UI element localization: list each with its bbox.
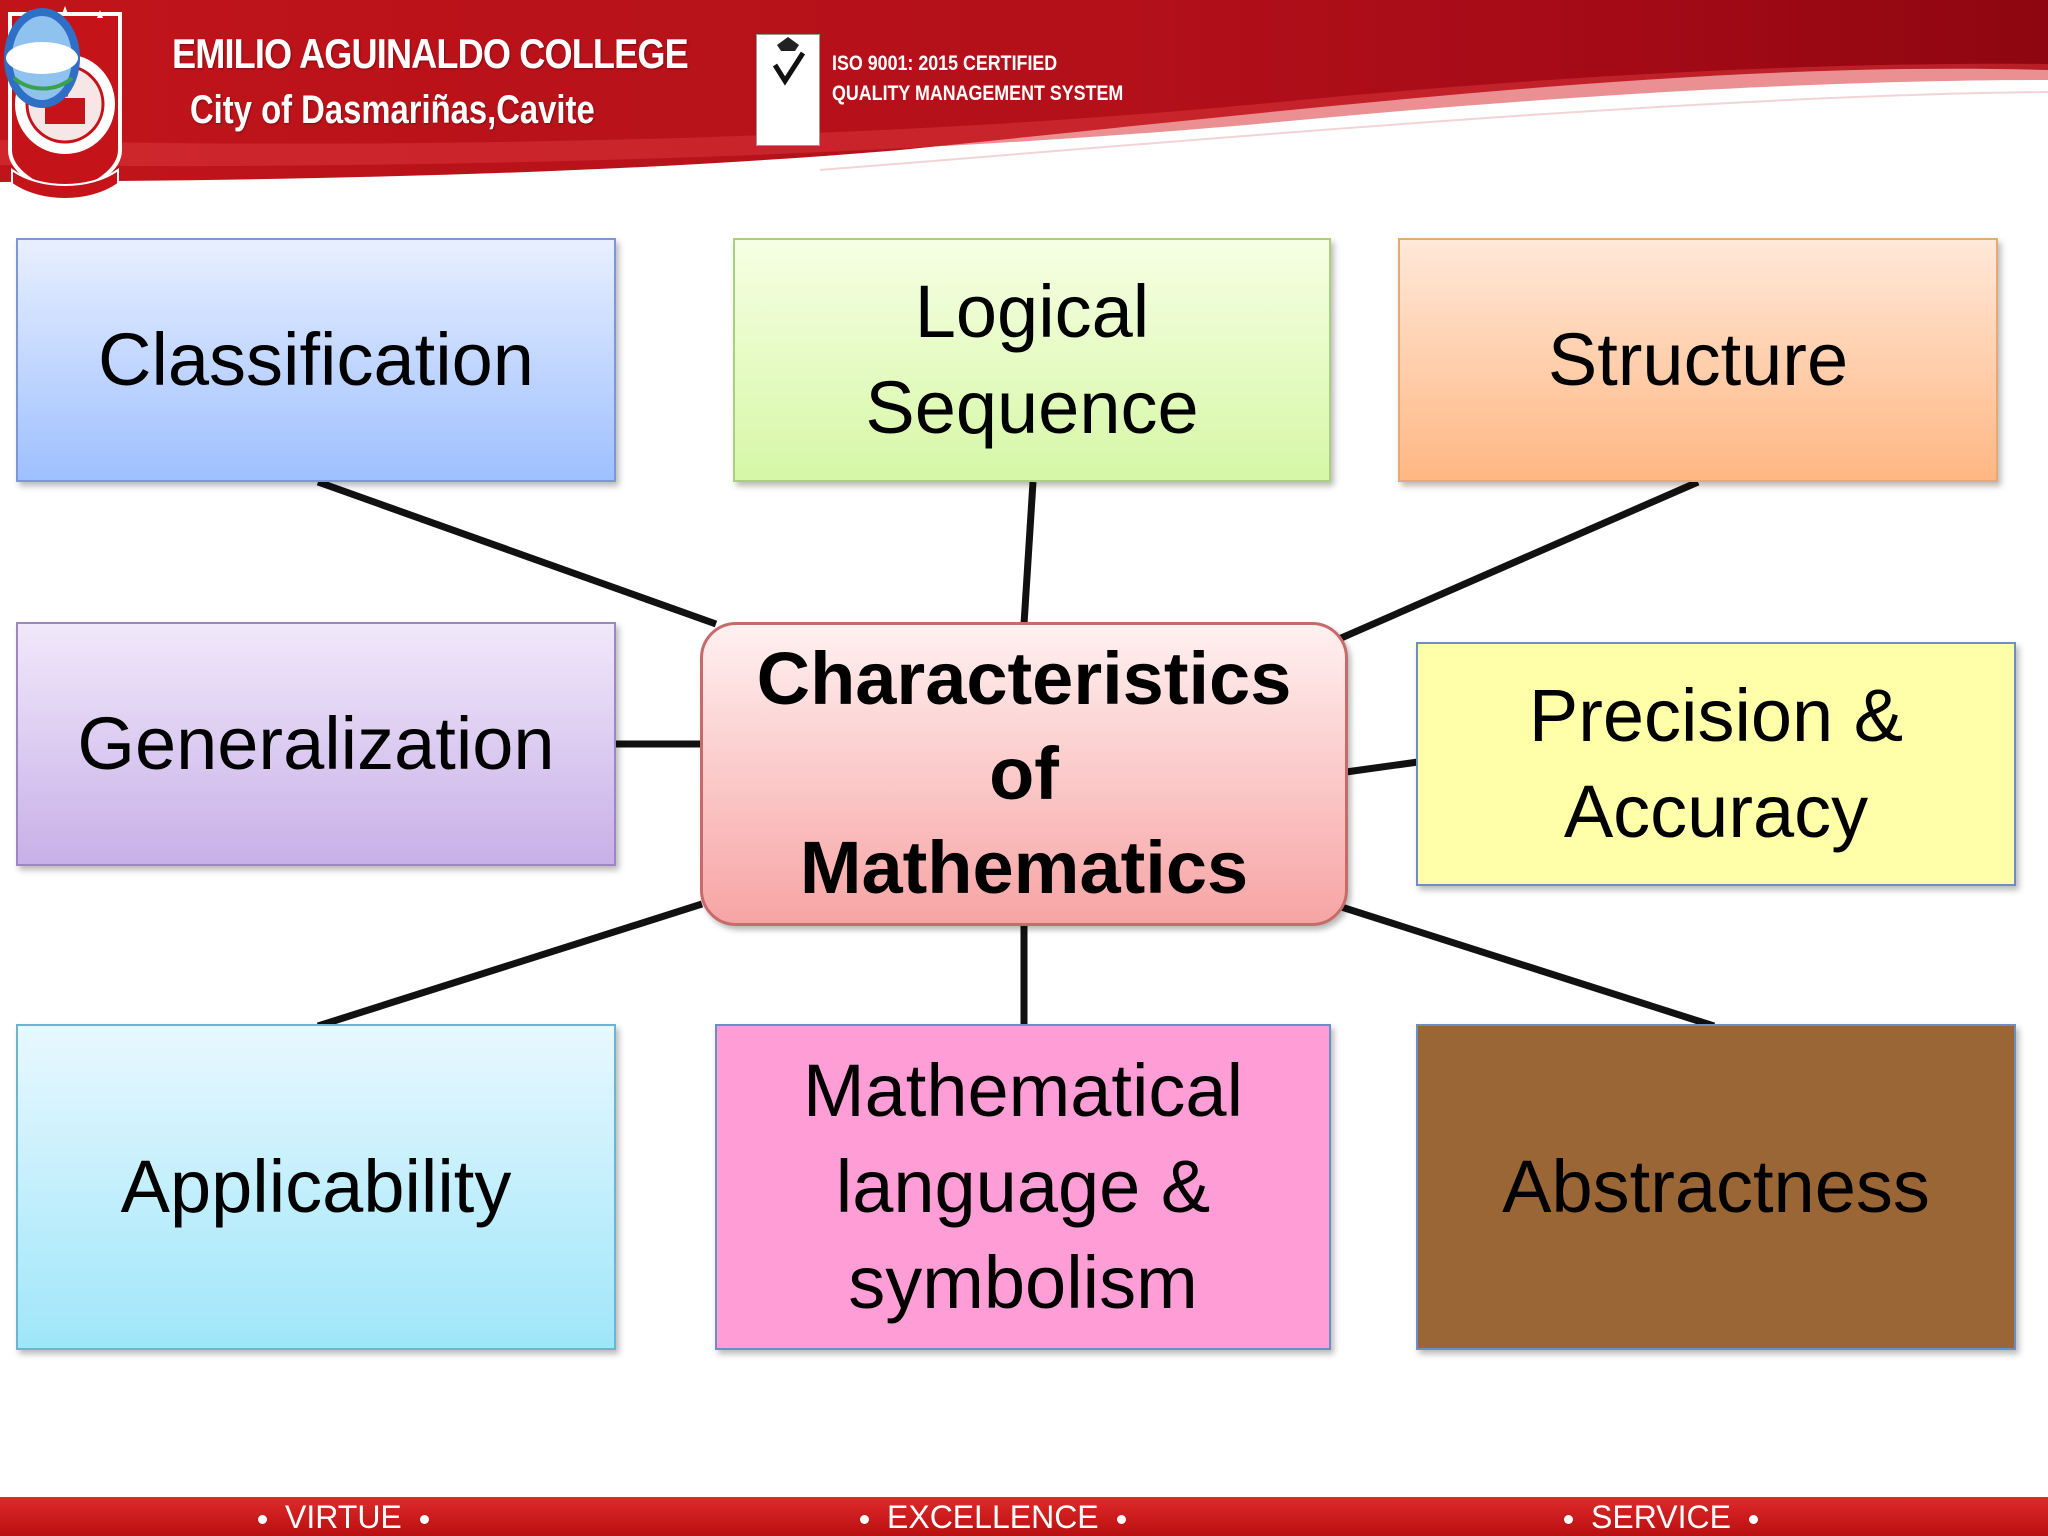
bullet-icon (258, 1515, 267, 1525)
node-structure-label: Structure (1547, 317, 1849, 401)
node-generalization-label: Generalization (77, 701, 555, 785)
connector-applicability (316, 900, 704, 1030)
ukas-logo (756, 34, 820, 146)
node-abstractness-label: Abstractness (1502, 1144, 1930, 1228)
connector-precision (1345, 758, 1419, 776)
quality-management-text: QUALITY MANAGEMENT SYSTEM (832, 82, 1124, 105)
node-precision-accuracy: Precision & Accuracy (1416, 642, 2016, 886)
connector-logical-sequence (1020, 481, 1037, 625)
footer-excellence-label: EXCELLENCE (887, 1499, 1099, 1535)
bullet-icon (1564, 1515, 1573, 1525)
connector-abstractness (1330, 900, 1716, 1030)
node-classification: Classification (16, 238, 616, 482)
wqa-logo (4, 8, 80, 108)
college-city: City of Dasmariñas,Cavite (190, 88, 595, 132)
footer-excellence: EXCELLENCE (842, 1499, 1144, 1536)
bullet-icon (1116, 1515, 1126, 1525)
node-applicability-label: Applicability (120, 1144, 512, 1228)
footer-virtue: VIRTUE (240, 1499, 447, 1536)
bullet-icon (860, 1515, 869, 1525)
connector-classification (316, 478, 718, 628)
footer-virtue-label: VIRTUE (285, 1499, 402, 1535)
node-structure: Structure (1398, 238, 1998, 482)
college-name: EMILIO AGUINALDO COLLEGE (172, 30, 689, 77)
footer-service-label: SERVICE (1591, 1499, 1731, 1535)
node-applicability: Applicability (16, 1024, 616, 1350)
footer-service: SERVICE (1546, 1499, 1776, 1536)
node-precision-accuracy-label: Precision & Accuracy (1528, 673, 1904, 853)
node-abstractness: Abstractness (1416, 1024, 2016, 1350)
connector-structure (1330, 478, 1700, 646)
node-classification-label: Classification (98, 317, 534, 401)
iso-certification-text: ISO 9001: 2015 CERTIFIED (832, 52, 1058, 75)
slide-header: EMILIO AGUINALDO COLLEGE City of Dasmari… (0, 0, 2048, 230)
bullet-icon (1748, 1515, 1758, 1525)
header-banner (0, 0, 2048, 182)
slide-footer: VIRTUE EXCELLENCE SERVICE (0, 1494, 2048, 1536)
center-node: Characteristics of Mathematics (700, 622, 1348, 926)
bullet-icon (419, 1515, 429, 1525)
node-mathematical-language: Mathematical language & symbolism (715, 1024, 1331, 1350)
node-logical-sequence: Logical Sequence (733, 238, 1331, 482)
node-logical-sequence-label: Logical Sequence (865, 269, 1199, 449)
node-mathematical-language-label: Mathematical language & symbolism (802, 1048, 1244, 1325)
node-generalization: Generalization (16, 622, 616, 866)
center-node-label: Characteristics of Mathematics (756, 636, 1292, 910)
